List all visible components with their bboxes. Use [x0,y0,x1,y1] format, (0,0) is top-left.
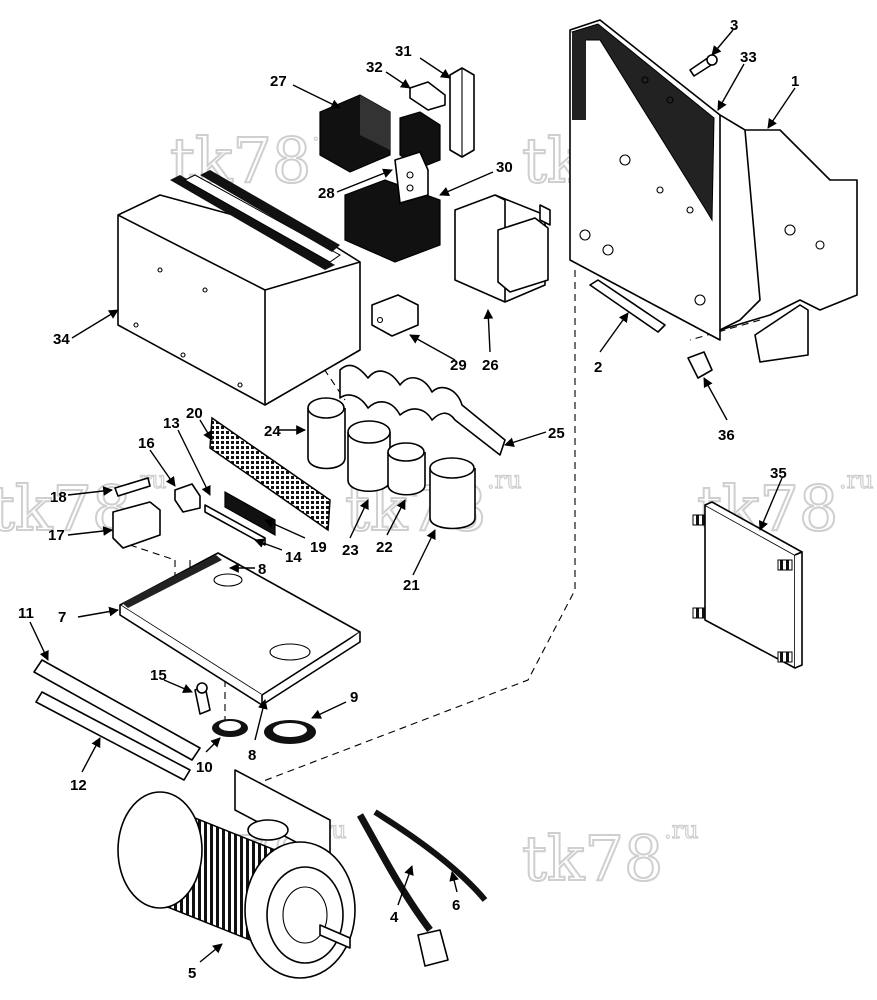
callout-34: 34 [53,331,70,348]
relay-28 [399,111,441,169]
base-plate [119,552,361,706]
callout-36: 36 [718,427,735,444]
capacitor-23 [347,420,391,492]
watermark-suffix: .ru [664,816,699,844]
strap-plate [589,279,666,333]
callout-7: 7 [58,609,66,626]
callout-31: 31 [395,43,412,60]
callout-4: 4 [390,909,399,926]
callout-11: 11 [18,605,34,622]
callout-8: 8 [248,747,256,764]
callout-35: 35 [770,465,787,482]
callout-22: 22 [376,539,393,556]
callout-26: 26 [482,357,499,374]
cable-connector [417,929,449,967]
watermark-suffix: .ru [487,466,522,494]
terminal-block-30 [344,151,441,263]
strip-12 [35,691,191,781]
callout-25: 25 [548,425,565,442]
callout-14: 14 [285,549,302,566]
callout-24: 24 [264,423,281,440]
watermark-suffix: .ru [839,466,874,494]
grommet-9 [264,720,316,744]
block-29 [371,294,419,337]
terminal-strip [204,490,276,546]
contactor-27 [319,94,391,173]
callout-8: 8 [258,561,266,578]
callout-32: 32 [366,59,383,76]
capacitor-clamp [339,364,506,456]
screw-3 [689,54,718,77]
callout-33: 33 [740,49,757,66]
callout-30: 30 [496,159,513,176]
callout-20: 20 [186,405,203,422]
capacitor-24 [307,397,346,470]
callout-18: 18 [50,489,67,506]
callout-28: 28 [318,185,335,202]
main-mounting-bracket [569,19,858,363]
callout-23: 23 [342,542,359,559]
callout-12: 12 [70,777,87,794]
cover-box [117,170,361,406]
callout-labels: 1 2 3 4 5 6 7 8 8 9 10 11 12 13 14 15 16… [18,17,799,982]
grommet-10 [212,719,248,737]
callout-15: 15 [150,667,167,684]
callout-9: 9 [350,689,358,706]
callout-1: 1 [791,73,799,90]
callout-19: 19 [310,539,327,556]
callout-21: 21 [403,577,420,594]
callout-2: 2 [594,359,602,376]
rail-31 [449,67,475,158]
callout-3: 3 [730,17,738,34]
callout-6: 6 [452,897,460,914]
component-17 [112,501,161,549]
callout-10: 10 [196,759,213,776]
watermark-text: tk78 [0,472,131,545]
leader-lines [29,29,796,963]
capacitor-22 [387,442,426,496]
clip-36 [687,351,713,379]
watermark-text: tk78 [522,822,663,895]
strip-11 [33,659,201,761]
callout-16: 16 [138,435,155,452]
callout-5: 5 [188,965,196,982]
callout-27: 27 [270,73,287,90]
transformer-26 [454,194,551,303]
component-16 [174,483,201,513]
motor [117,769,356,979]
callout-29: 29 [450,357,467,374]
connector-32 [409,81,446,111]
component-18 [114,477,151,497]
callout-17: 17 [48,527,65,544]
fitting-15 [194,682,211,715]
capacitor-21 [429,457,476,530]
circuit-board [692,501,803,669]
callout-13: 13 [163,415,180,432]
